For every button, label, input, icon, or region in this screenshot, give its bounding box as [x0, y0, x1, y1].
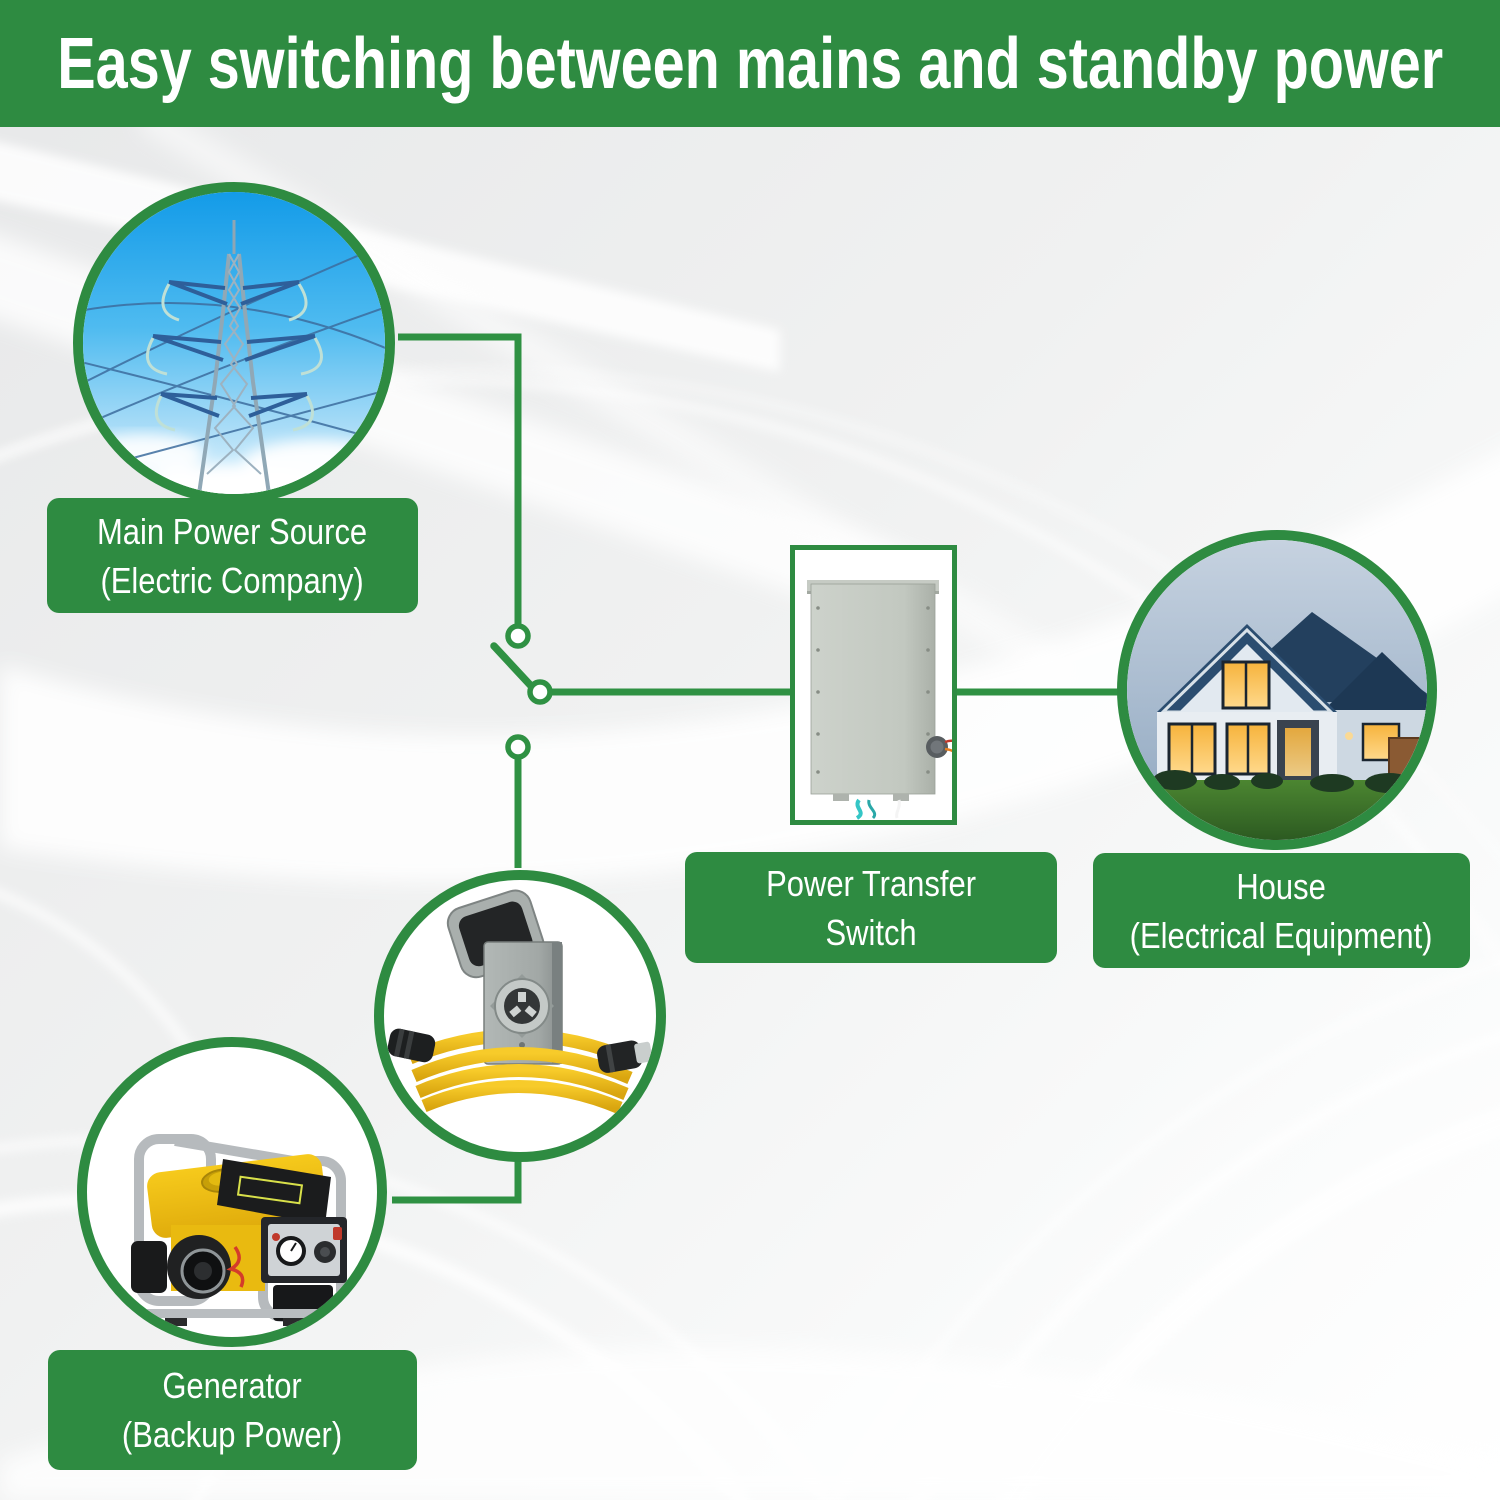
label-line: Switch	[825, 911, 917, 953]
label-main-power-source-text: Main Power Source (Electric Company)	[97, 507, 367, 605]
label-line: (Electrical Equipment)	[1130, 914, 1433, 956]
label-line: House	[1236, 865, 1327, 907]
label-line: (Electric Company)	[100, 559, 365, 601]
engine	[131, 1235, 231, 1299]
screws	[816, 606, 930, 774]
transfer-switch-image	[807, 580, 952, 820]
main-power-circle	[73, 182, 395, 504]
generator-image	[131, 1134, 347, 1326]
cord-plug-right	[597, 1040, 653, 1073]
label-line: Power Transfer	[766, 862, 976, 904]
label-house-text: House (Electrical Equipment)	[1130, 862, 1433, 960]
label-power-transfer-switch: Power Transfer Switch	[685, 852, 1057, 963]
power-inlet-circle	[374, 870, 666, 1162]
label-generator: Generator (Backup Power)	[48, 1350, 417, 1470]
label-line: Generator	[162, 1365, 303, 1406]
generator-circle	[77, 1037, 387, 1347]
label-main-power-source: Main Power Source (Electric Company)	[47, 498, 418, 613]
header-banner: Easy switching between mains and standby…	[0, 0, 1500, 127]
label-line: (Backup Power)	[122, 1414, 343, 1455]
control-panel	[261, 1217, 347, 1283]
house-image	[1127, 540, 1427, 840]
transfer-switch-frame	[790, 545, 957, 825]
house-circle	[1117, 530, 1437, 850]
lattice-tower	[145, 220, 323, 494]
cord-plug-left	[387, 1028, 436, 1063]
page-title: Easy switching between mains and standby…	[57, 23, 1443, 104]
inlet-receptacle	[490, 974, 554, 1048]
label-generator-text: Generator (Backup Power)	[122, 1361, 342, 1459]
bottom-wires	[855, 798, 901, 820]
label-house: House (Electrical Equipment)	[1093, 853, 1470, 968]
conduit-knob	[926, 736, 952, 758]
transmission-tower-image	[83, 192, 385, 494]
power-inlet-box-image	[387, 889, 653, 1114]
label-power-transfer-switch-text: Power Transfer Switch	[766, 859, 976, 957]
label-line: Main Power Source	[97, 510, 368, 552]
